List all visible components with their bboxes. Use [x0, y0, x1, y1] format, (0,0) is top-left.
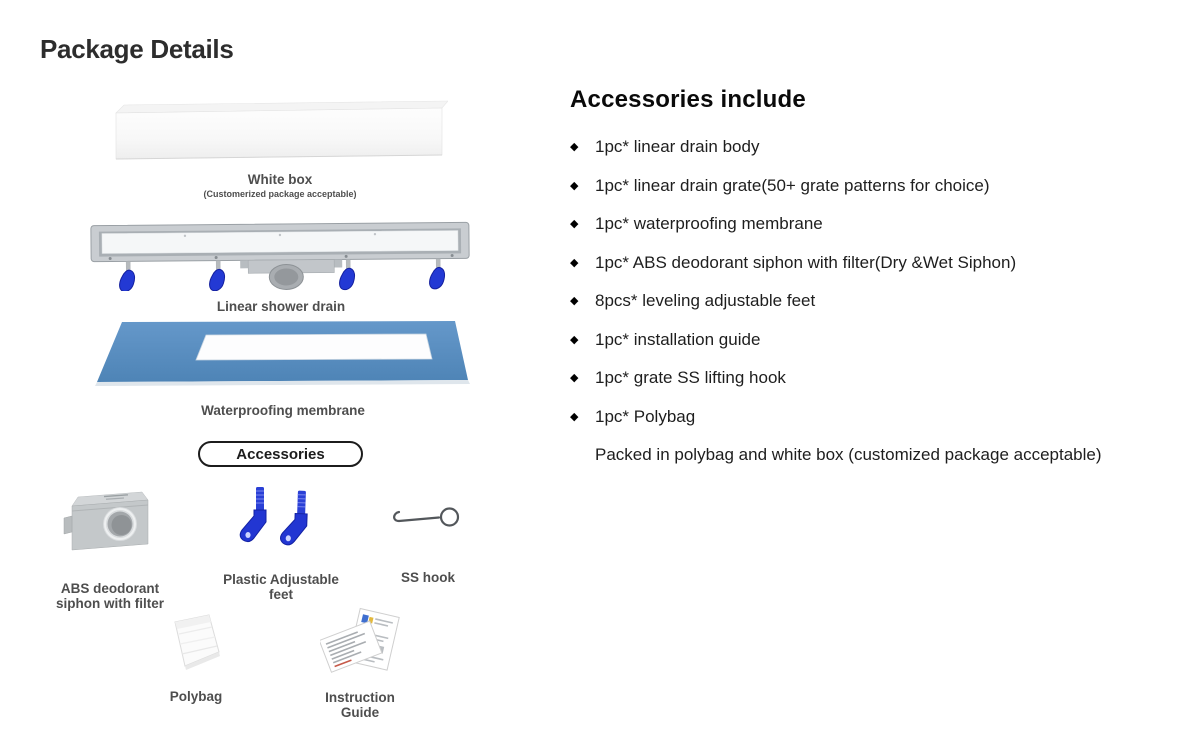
instruction-guide-label-line2: Guide — [340, 704, 380, 720]
ss-hook-image — [393, 507, 460, 527]
list-item: ◆ 1pc* grate SS lifting hook — [570, 368, 1170, 388]
figure-instruction-guide: Instruction Guide — [310, 604, 410, 720]
linear-drain-image — [90, 221, 470, 293]
diamond-bullet-icon: ◆ — [570, 410, 579, 423]
accessories-badge-label: Accessories — [236, 445, 325, 463]
adjustable-feet-label-line1: Plastic Adjustable — [223, 572, 339, 587]
list-item: ◆ 1pc* waterproofing membrane — [570, 214, 1170, 234]
figure-ss-hook: SS hook — [368, 505, 488, 585]
packaging-note: Packed in polybag and white box (customi… — [595, 445, 1102, 464]
adjustable-feet-label: Plastic Adjustable feet — [211, 572, 351, 602]
accessories-list: ◆ 1pc* linear drain body ◆ 1pc* linear d… — [570, 137, 1170, 427]
diamond-bullet-icon: ◆ — [570, 141, 579, 153]
figure-linear-drain: Linear shower drain — [88, 221, 474, 314]
figure-polybag: Polybag — [146, 610, 246, 704]
instruction-guide-label-line1: Instruction — [325, 690, 395, 705]
siphon-label-line2: siphon with filter — [56, 595, 164, 611]
siphon-label: ABS deodorant siphon with filter — [40, 581, 180, 611]
diamond-bullet-icon: ◆ — [570, 372, 579, 384]
polybag-image — [174, 614, 220, 670]
adjustable-feet-label-line2: feet — [268, 586, 293, 602]
siphon-label-line1: ABS deodorant — [60, 581, 160, 596]
list-item-text: 1pc* grate SS lifting hook — [595, 368, 786, 387]
siphon-image — [63, 491, 149, 551]
list-item: ◆ 1pc* linear drain grate(50+ grate patt… — [570, 176, 1170, 196]
white-box-sublabel: (Customerized package acceptable) — [203, 189, 357, 199]
figure-white-box: White box (Customerized package acceptab… — [110, 99, 450, 199]
diamond-bullet-icon: ◆ — [570, 295, 579, 307]
list-item: ◆ 1pc* Polybag — [570, 407, 1170, 427]
accessories-panel: Accessories include ◆ 1pc* linear drain … — [570, 86, 1170, 465]
diamond-bullet-icon: ◆ — [570, 179, 579, 192]
membrane-image — [95, 321, 470, 386]
figure-membrane: Waterproofing membrane — [93, 318, 473, 418]
polybag-label: Polybag — [169, 689, 223, 704]
list-item: ◆ 1pc* linear drain body — [570, 137, 1170, 157]
membrane-label: Waterproofing membrane — [201, 403, 365, 418]
list-item: ◆ 1pc* ABS deodorant siphon with filter(… — [570, 253, 1170, 273]
linear-drain-label: Linear shower drain — [216, 299, 346, 314]
white-box-label: White box — [247, 172, 313, 187]
list-item: ◆ 8pcs* leveling adjustable feet — [570, 291, 1170, 311]
list-item-text: 8pcs* leveling adjustable feet — [595, 291, 816, 310]
list-item-text: 1pc* installation guide — [595, 329, 761, 349]
instruction-guide-image — [318, 607, 400, 673]
white-box-image — [115, 100, 449, 160]
list-item-text: 1pc* ABS deodorant siphon with filter(Dr… — [595, 252, 1017, 272]
figure-adjustable-feet: Plastic Adjustable feet — [211, 486, 351, 602]
diamond-bullet-icon: ◆ — [570, 218, 579, 230]
adjustable-feet-image — [239, 487, 308, 546]
list-item-text: 1pc* Polybag — [595, 406, 696, 426]
list-item: ◆ 1pc* installation guide — [570, 330, 1170, 350]
diamond-bullet-icon: ◆ — [570, 256, 579, 269]
accessories-heading: Accessories include — [570, 86, 806, 113]
list-item-text: 1pc* linear drain body — [595, 137, 760, 156]
accessories-badge: Accessories — [198, 441, 363, 467]
figure-siphon: ABS deodorant siphon with filter — [40, 488, 180, 611]
list-item-text: 1pc* linear drain grate(50+ grate patter… — [595, 175, 990, 195]
list-item-text: 1pc* waterproofing membrane — [595, 214, 823, 233]
instruction-guide-label: Instruction Guide — [310, 690, 410, 720]
diamond-bullet-icon: ◆ — [570, 333, 579, 346]
page-title: Package Details — [40, 34, 234, 64]
ss-hook-label: SS hook — [400, 570, 455, 585]
